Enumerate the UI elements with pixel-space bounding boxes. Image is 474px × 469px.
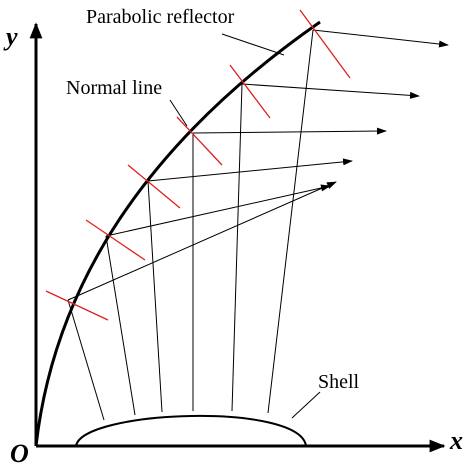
normal-line-1 — [45, 290, 109, 321]
incident-ray-5 — [231, 83, 243, 412]
origin-label: O — [10, 439, 29, 468]
incident-rays — [67, 29, 314, 421]
reflected-ray-3 — [147, 158, 353, 182]
parabolic-reflector — [34, 20, 321, 447]
normal-line-leader — [169, 99, 188, 127]
x-axis-label: x — [450, 426, 463, 455]
incident-ray-2 — [105, 235, 136, 416]
incident-ray-3 — [147, 180, 163, 413]
normal-line-5 — [229, 64, 271, 119]
reflected-rays — [67, 29, 449, 301]
normal-line-6 — [299, 9, 351, 79]
reflector-leader — [221, 33, 285, 56]
normal-lines — [45, 9, 351, 321]
reflected-ray-5 — [241, 83, 420, 99]
normal-line-label: Normal line — [66, 77, 163, 99]
normal-line-4 — [176, 116, 223, 166]
shell — [75, 415, 307, 447]
y-axis-label: y — [6, 22, 18, 51]
reflected-ray-2 — [105, 184, 331, 237]
normal-line-3 — [127, 164, 181, 209]
incident-ray-6 — [267, 29, 314, 414]
shell-label: Shell — [318, 371, 360, 393]
normal-line-2 — [85, 219, 146, 261]
reflected-ray-6 — [312, 29, 449, 48]
reflected-ray-1 — [67, 181, 337, 301]
incident-ray-1 — [67, 299, 105, 421]
shell-leader — [291, 391, 321, 419]
reflector-label: Parabolic reflector — [86, 6, 235, 28]
reflected-ray-4 — [192, 127, 387, 135]
